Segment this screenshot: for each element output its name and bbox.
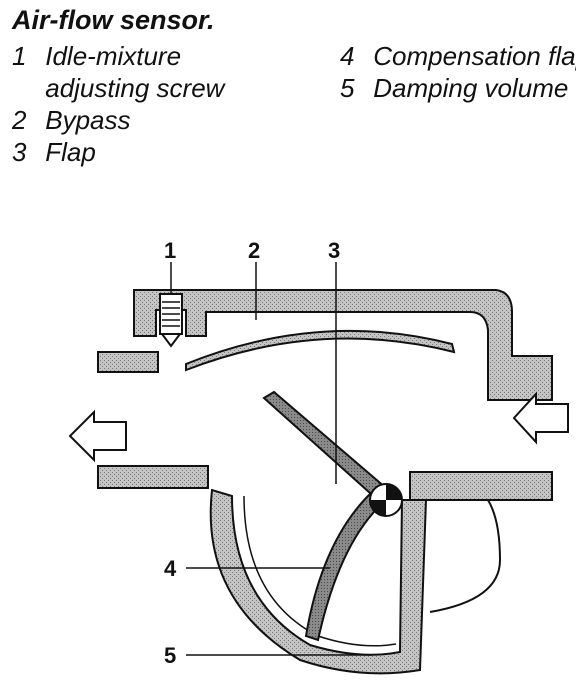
legend-label: Compensation flap xyxy=(373,41,576,71)
callout-5: 5 xyxy=(164,643,176,668)
housing-upper-left xyxy=(97,351,159,373)
legend-number: 5 xyxy=(340,73,355,103)
flap-pivot-quadrant xyxy=(386,484,402,500)
legend-item-1: 1 Idle-mixture adjusting screw xyxy=(12,40,275,104)
flap-pivot-quadrant xyxy=(370,500,386,516)
legend-item-3: 3 Flap xyxy=(12,136,275,168)
arrow-left-icon xyxy=(68,409,127,463)
arrow-left-icon xyxy=(512,391,569,445)
legend-left-column: 1 Idle-mixture adjusting screw 2 Bypass … xyxy=(12,40,275,168)
idle-screw-tip xyxy=(160,333,182,348)
housing-lower-left-wall xyxy=(97,465,209,489)
legend-item-2: 2 Bypass xyxy=(12,104,275,136)
legend-item-4: 4 Compensation flap xyxy=(340,40,576,72)
callout-4: 4 xyxy=(164,556,177,581)
callout-2: 2 xyxy=(248,238,260,263)
caption-title: Air-flow sensor. xyxy=(12,5,215,35)
legend-label: Idle-mixture adjusting screw xyxy=(45,41,225,103)
callout-1: 1 xyxy=(164,238,176,263)
housing-lower-right-wall xyxy=(409,471,553,501)
legend-label: Flap xyxy=(45,137,96,167)
damping-volume-housing xyxy=(209,488,428,675)
legend-number: 1 xyxy=(12,41,27,71)
legend-label: Bypass xyxy=(45,105,131,135)
housing-top-wall xyxy=(133,289,553,401)
legend-number: 3 xyxy=(12,137,27,167)
legend-number: 2 xyxy=(12,105,27,135)
legend-right-column: 4 Compensation flap 5 Damping volume xyxy=(340,40,576,104)
idle-screw-threads xyxy=(162,301,180,327)
legend-label: Damping volume xyxy=(373,73,569,103)
legend-number: 4 xyxy=(340,41,355,71)
housing-right-bulge xyxy=(429,499,502,613)
legend-item-5: 5 Damping volume xyxy=(340,72,576,104)
compensation-flap xyxy=(304,490,388,642)
callout-3: 3 xyxy=(328,238,340,263)
bypass-plate xyxy=(185,329,456,372)
measuring-flap xyxy=(262,390,388,504)
damping-inner-wall xyxy=(243,495,397,647)
